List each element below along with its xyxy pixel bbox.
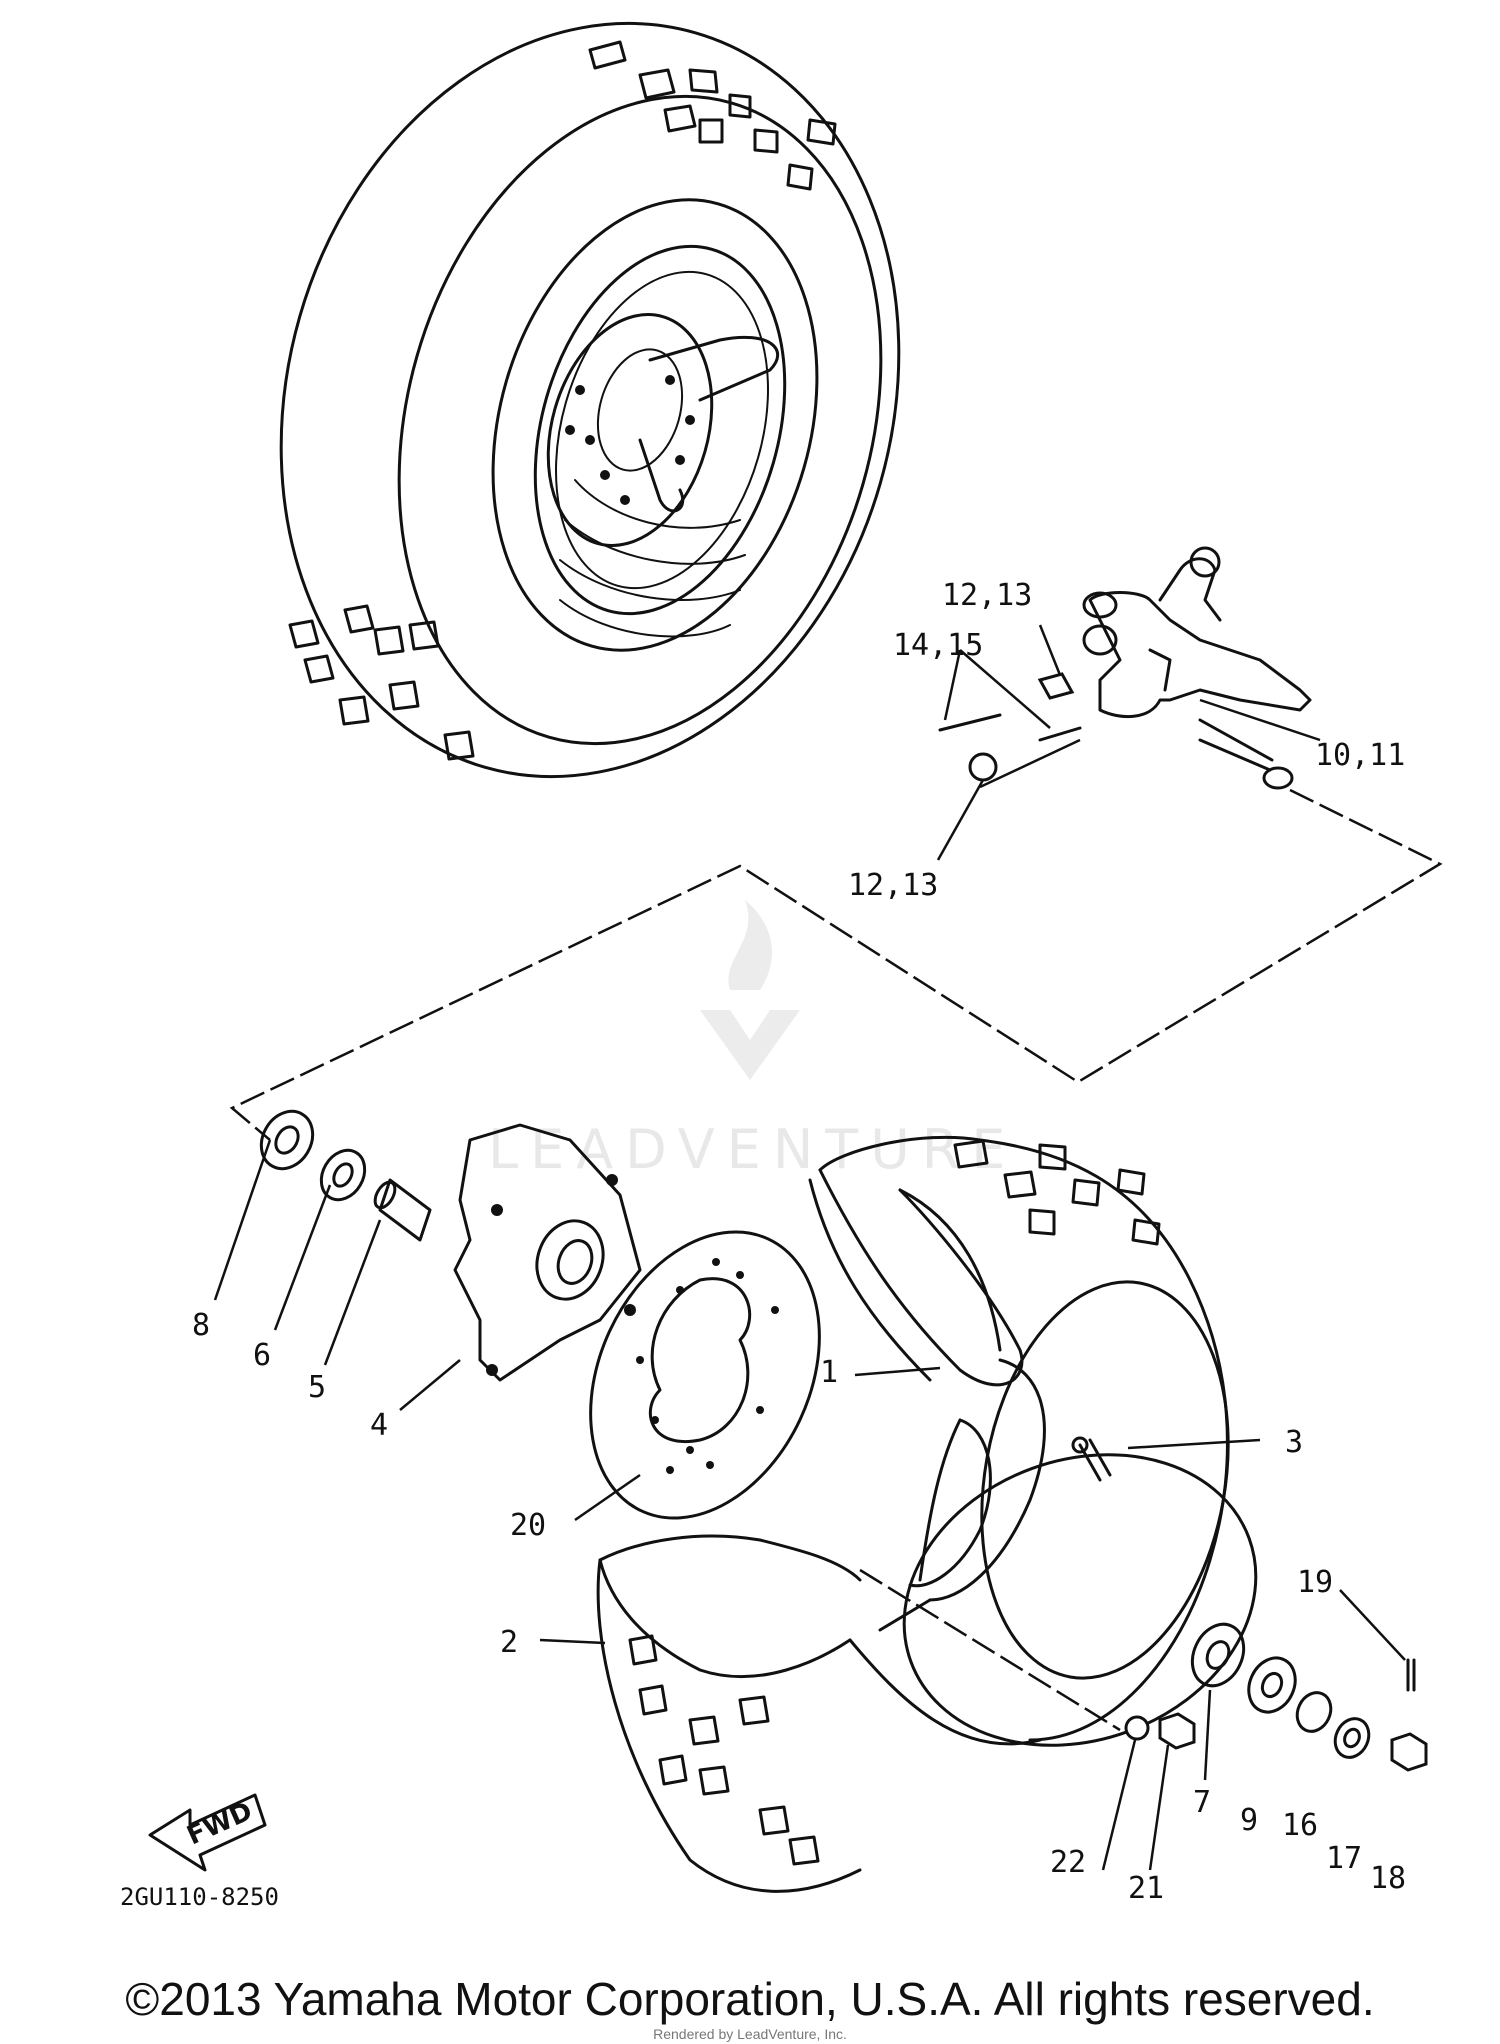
callout-6: 6 [253, 1338, 271, 1373]
callout-16: 16 [1282, 1808, 1318, 1843]
callouts: 1 2 3 4 5 6 7 8 9 10,11 12,13 12,13 14,1… [192, 578, 1406, 1906]
assembled-wheel [279, 21, 901, 779]
callout-12-13-top: 12,13 [942, 578, 1032, 613]
callout-9: 9 [1240, 1803, 1258, 1838]
callout-17: 17 [1326, 1841, 1362, 1876]
callout-20: 20 [510, 1508, 546, 1543]
copyright-notice: ©2013 Yamaha Motor Corporation, U.S.A. A… [125, 1973, 1375, 2025]
steering-knuckle [1082, 546, 1312, 790]
callout-10-11: 10,11 [1315, 738, 1405, 773]
part-code: 2GU110-8250 [120, 1883, 279, 1911]
callout-19: 19 [1297, 1565, 1333, 1600]
callout-5: 5 [308, 1370, 326, 1405]
callout-2: 2 [500, 1625, 518, 1660]
callout-12-13-bottom: 12,13 [848, 868, 938, 903]
axle-nut-parts [859, 1568, 1428, 1772]
callout-7: 7 [1193, 1785, 1211, 1820]
rendered-by-note: Rendered by LeadVenture, Inc. [653, 2026, 847, 2042]
svg-text:LEADVENTURE: LEADVENTURE [488, 1118, 1017, 1181]
svg-text:FWD: FWD [183, 1796, 257, 1851]
assembly-dash-lines [229, 788, 1443, 1141]
callout-22: 22 [1050, 1845, 1086, 1880]
fwd-arrow-icon: FWD [148, 1793, 267, 1872]
leader-lines [213, 624, 1406, 1871]
callout-4: 4 [370, 1408, 388, 1443]
rim-and-tire-halves [596, 1135, 1258, 1893]
callout-18: 18 [1370, 1861, 1406, 1896]
callout-3: 3 [1285, 1425, 1303, 1460]
brake-disc [589, 1230, 821, 1520]
leadventure-watermark: LEADVENTURE [488, 900, 1017, 1181]
knuckle-nuts-and-pins [938, 672, 1082, 789]
bearings-and-spacers [259, 1109, 642, 1382]
callout-21: 21 [1128, 1871, 1164, 1906]
callout-14-15: 14,15 [893, 628, 983, 663]
callout-8: 8 [192, 1308, 210, 1343]
callout-1: 1 [820, 1355, 838, 1390]
